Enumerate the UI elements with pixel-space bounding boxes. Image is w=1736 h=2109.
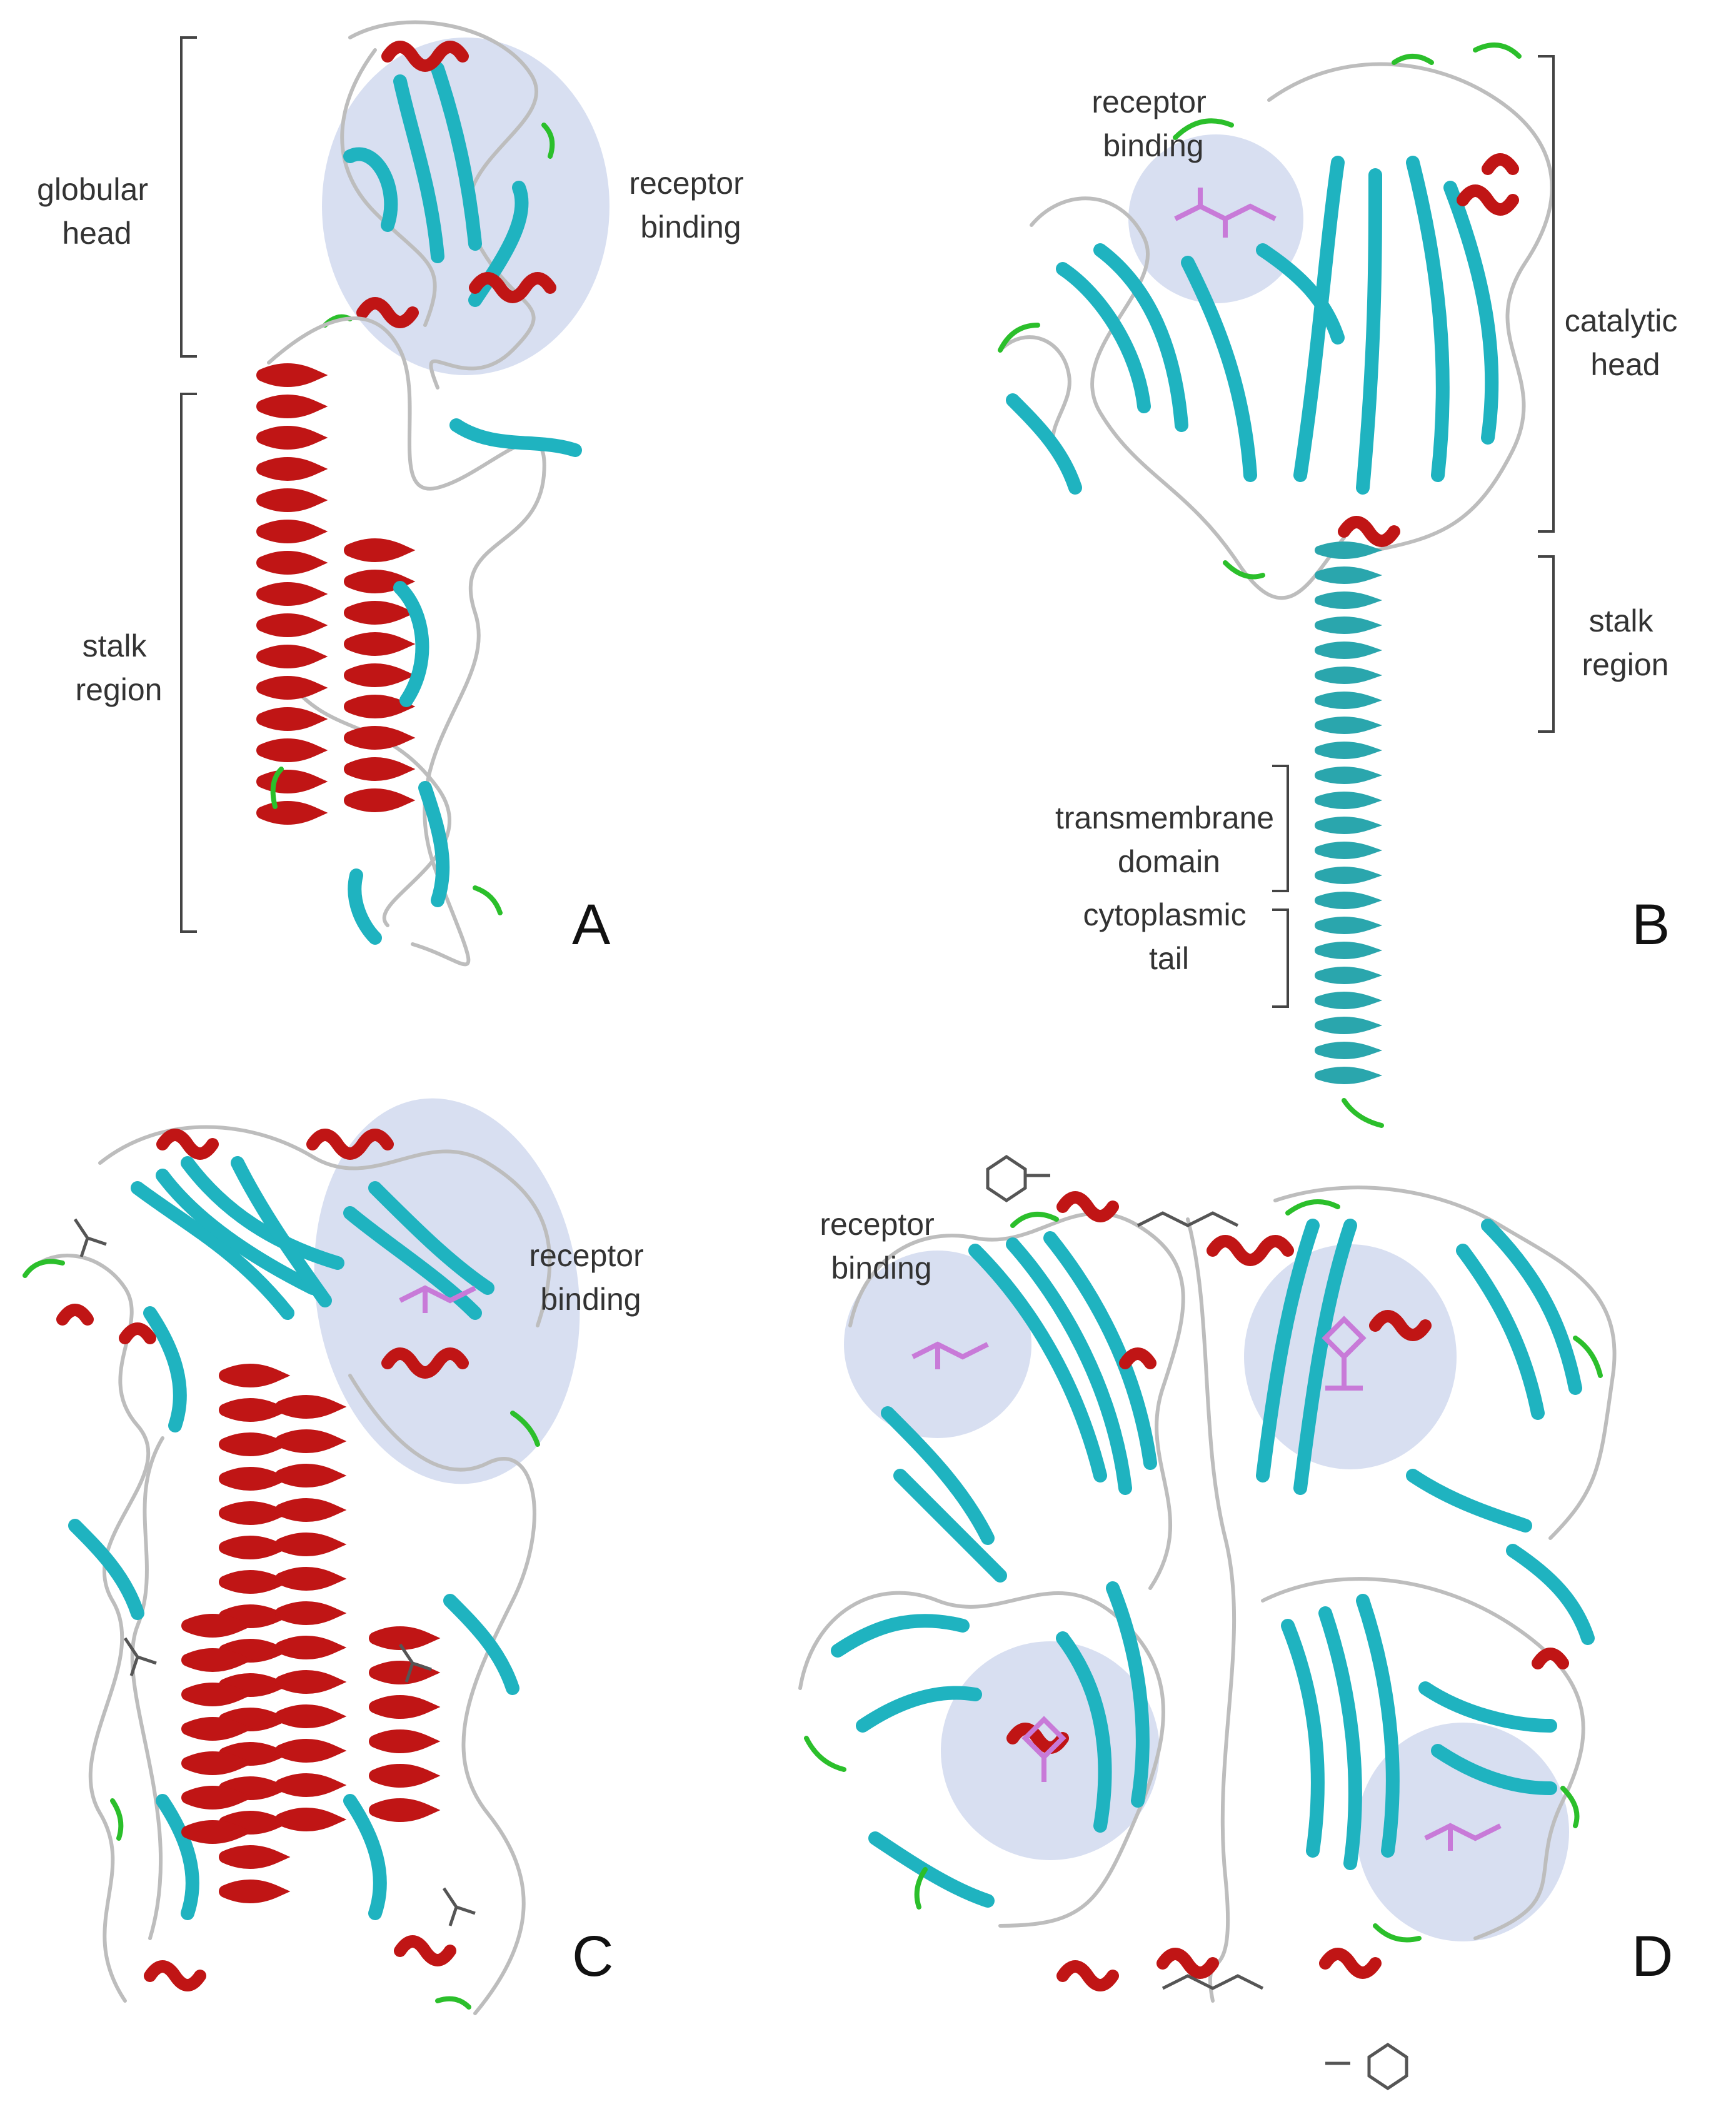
bracket-b-cytoplasmic-tail (1272, 909, 1289, 1008)
ligand-d-top-right (1322, 1316, 1367, 1391)
ligand-d-top-left (911, 1341, 989, 1369)
panel-letter-d: D (1632, 1925, 1673, 1988)
ligand-d-bottom-left (1021, 1716, 1066, 1782)
panel-a: globular head receptor binding stalk reg… (37, 20, 752, 967)
label-b-transmembrane-domain: transmembrane domain (1055, 800, 1283, 879)
ligand-c (399, 1285, 476, 1313)
panel-b: receptor binding catalytic head stalk re… (998, 43, 1687, 1128)
label-a-globular-head: globular head (37, 172, 157, 251)
label-d-receptor-binding: receptor binding (820, 1207, 943, 1286)
ribbon-c (23, 1125, 552, 2015)
panel-d: receptor binding D (798, 1154, 1673, 2091)
panel-letter-c: C (572, 1925, 613, 1988)
label-b-stalk-region: stalk region (1582, 603, 1669, 682)
label-b-catalytic-head: catalytic head (1565, 303, 1687, 382)
bracket-b-stalk-region (1538, 555, 1555, 733)
ribbon-d (798, 1154, 1617, 2091)
bracket-a-globular-head (180, 36, 197, 358)
receptor-binding-site-b (1128, 134, 1303, 303)
panel-letter-b: B (1632, 893, 1670, 957)
label-a-receptor-binding: receptor binding (629, 166, 752, 244)
ligand-b (1174, 188, 1277, 238)
ribbon-b-head (998, 43, 1554, 600)
label-b-cytoplasmic-tail: cytoplasmic tail (1083, 897, 1255, 976)
panel-c: receptor binding C (23, 1098, 652, 2015)
label-b-receptor-binding: receptor binding (1091, 84, 1215, 163)
ribbon-a-stalk (256, 316, 582, 967)
bracket-b-transmembrane-domain (1272, 765, 1289, 892)
bracket-a-stalk-region (180, 393, 197, 933)
label-c-receptor-binding: receptor binding (529, 1238, 652, 1317)
label-a-stalk-region: stalk region (76, 628, 163, 707)
bracket-b-catalytic-head (1538, 55, 1555, 533)
ligand-d-bottom-right (1424, 1823, 1502, 1851)
panel-letter-a: A (572, 893, 611, 957)
helix-b-stalk (1315, 541, 1383, 1084)
